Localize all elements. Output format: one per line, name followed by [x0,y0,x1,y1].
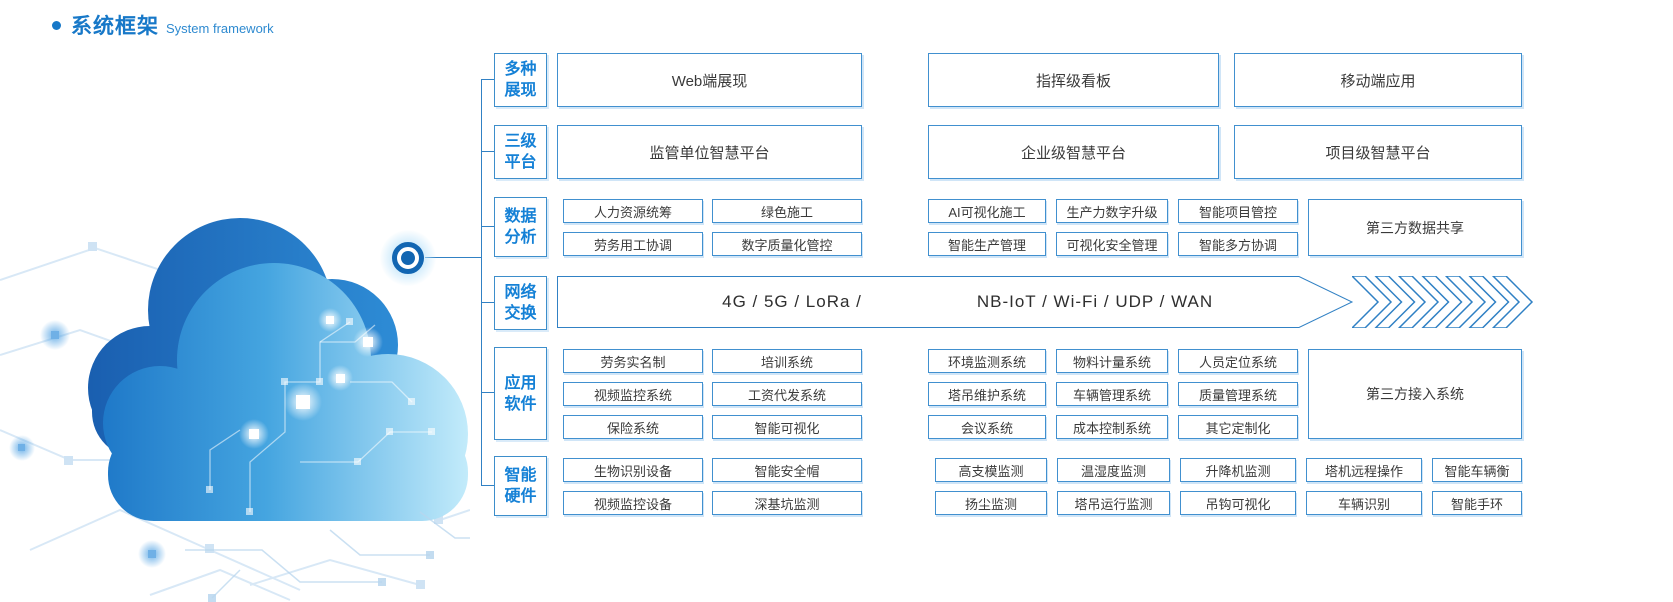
framework-box: 数字质量化管控 [712,232,862,256]
tree-line [481,79,482,485]
framework-box: 智能手环 [1432,491,1522,515]
framework-box: 车辆管理系统 [1056,382,1168,406]
framework-box: 塔吊运行监测 [1057,491,1170,515]
title-english: System framework [166,21,274,36]
framework-box: 智能安全帽 [712,458,862,482]
tree-line [481,302,494,303]
title-chinese: 系统框架 [71,15,159,38]
framework-box: 温湿度监测 [1057,458,1170,482]
framework-box: 塔机远程操作 [1306,458,1422,482]
framework-box: 人力资源统筹 [563,199,703,223]
framework-box: 移动端应用 [1234,53,1522,107]
network-protocols-left: 4G / 5G / LoRa / [722,292,862,311]
framework-box: 智能多方协调 [1178,232,1298,256]
framework-box: 劳务用工协调 [563,232,703,256]
framework-box: 会议系统 [928,415,1046,439]
framework-box: 深基坑监测 [712,491,862,515]
framework-box: 成本控制系统 [1056,415,1168,439]
bullet-icon [52,20,61,30]
framework-box: 绿色施工 [712,199,862,223]
framework-box: 工资代发系统 [712,382,862,406]
framework-box: 环境监测系统 [928,349,1046,373]
framework-box: 质量管理系统 [1178,382,1298,406]
category-hardware: 智能硬件 [494,456,547,516]
framework-box: AI可视化施工 [928,199,1046,223]
framework-box: 监管单位智慧平台 [557,125,862,179]
category-platform: 三级平台 [494,125,547,179]
framework-box: 生产力数字升级 [1056,199,1168,223]
tree-line [481,151,494,152]
framework-box: 视频监控设备 [563,491,703,515]
framework-box: 车辆识别 [1306,491,1422,515]
framework-box: 高支模监测 [935,458,1047,482]
cloud-connector-core [401,251,415,265]
framework-box: 其它定制化 [1178,415,1298,439]
framework-box: 保险系统 [563,415,703,439]
cloud-illustration [0,218,470,602]
framework-box: 智能项目管控 [1178,199,1298,223]
tree-line [481,485,494,486]
framework-box: 指挥级看板 [928,53,1219,107]
framework-box: 劳务实名制 [563,349,703,373]
network-protocols-right: NB-IoT / Wi-Fi / UDP / WAN [976,292,1214,311]
framework-box: 塔吊维护系统 [928,382,1046,406]
category-display: 多种展现 [494,53,547,107]
framework-box: 人员定位系统 [1178,349,1298,373]
framework-box: 可视化安全管理 [1056,232,1168,256]
framework-box: 智能生产管理 [928,232,1046,256]
network-banner [557,276,1354,328]
framework-box: 吊钩可视化 [1180,491,1296,515]
category-network: 网络交换 [494,276,547,330]
tree-line [481,392,494,393]
framework-box: 第三方接入系统 [1308,349,1522,439]
framework-box: 培训系统 [712,349,862,373]
framework-box: 项目级智慧平台 [1234,125,1522,179]
chevron-arrows [1352,276,1534,328]
framework-box: 智能车辆衡 [1432,458,1522,482]
tree-line [481,79,494,80]
framework-box: 视频监控系统 [563,382,703,406]
framework-box: 智能可视化 [712,415,862,439]
tree-line [481,226,494,227]
category-apps: 应用软件 [494,347,547,440]
framework-box: 升降机监测 [1180,458,1296,482]
page-title: 系统框架 System framework [52,10,274,40]
framework-box: 扬尘监测 [935,491,1047,515]
category-data: 数据分析 [494,197,547,257]
framework-box: Web端展现 [557,53,862,107]
tree-line [425,257,481,258]
framework-box: 企业级智慧平台 [928,125,1219,179]
framework-box: 物料计量系统 [1056,349,1168,373]
framework-box: 第三方数据共享 [1308,199,1522,256]
framework-box: 生物识别设备 [563,458,703,482]
